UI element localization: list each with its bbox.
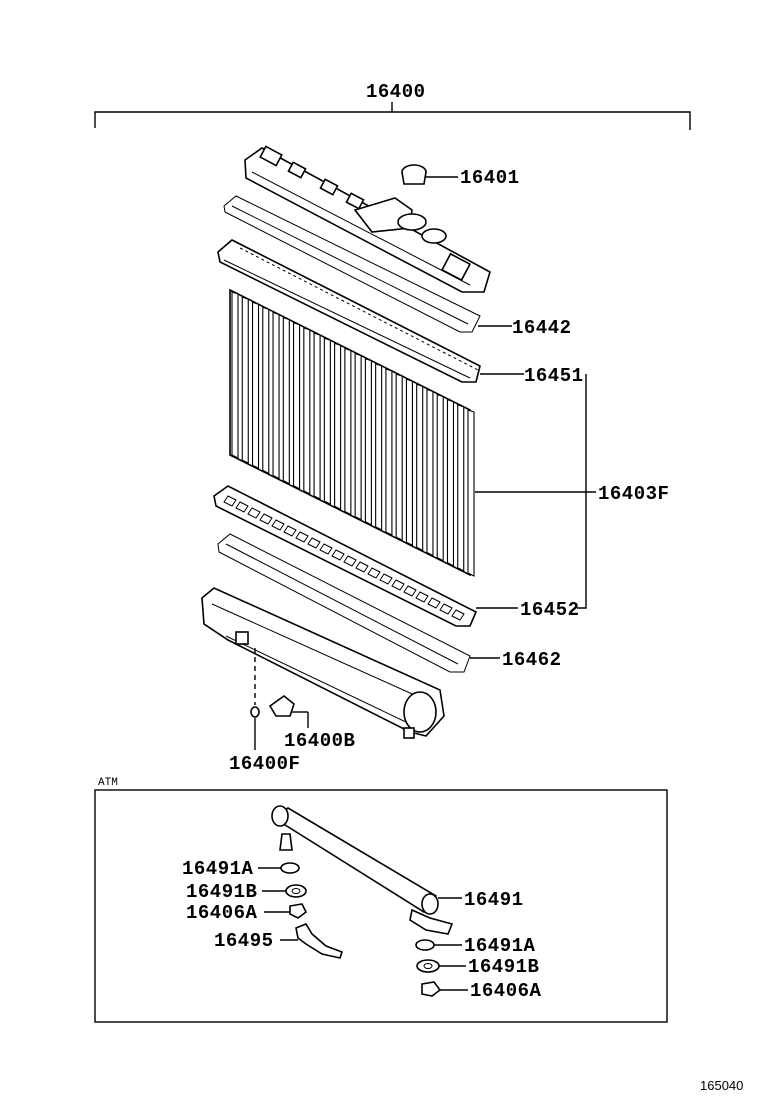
label-16403F: 16403F bbox=[598, 483, 669, 505]
atm-title: ATM bbox=[98, 777, 118, 789]
lower-tank bbox=[201, 587, 445, 739]
atm-label-left-16491A: 16491A bbox=[182, 858, 254, 880]
right-fittings bbox=[415, 939, 468, 997]
label-16401: 16401 bbox=[460, 167, 520, 189]
label-16451: 16451 bbox=[524, 365, 584, 387]
atm-label-left-16495: 16495 bbox=[214, 930, 274, 952]
label-16462: 16462 bbox=[502, 649, 562, 671]
figure-id: 165040 bbox=[700, 1078, 743, 1093]
atm-box bbox=[94, 789, 668, 1023]
drain-plug bbox=[250, 648, 260, 750]
label-16442: 16442 bbox=[512, 317, 572, 339]
group-bracket bbox=[577, 374, 587, 609]
radiator-core bbox=[229, 288, 596, 577]
drain-cock bbox=[268, 694, 309, 728]
atm-label-left-16491B: 16491B bbox=[186, 881, 257, 903]
upper-gasket bbox=[223, 195, 512, 333]
label-16400F: 16400F bbox=[229, 753, 300, 775]
upper-tank bbox=[244, 145, 491, 293]
atm-label-right-16491B: 16491B bbox=[468, 956, 539, 978]
lower-gasket bbox=[217, 533, 500, 673]
atm-label-right-16491: 16491 bbox=[464, 889, 524, 911]
assembly-label: 16400 bbox=[366, 81, 426, 103]
atm-label-right-16406A: 16406A bbox=[470, 980, 542, 1002]
atm-label-right-16491A: 16491A bbox=[464, 935, 536, 957]
lower-header-slots bbox=[223, 495, 465, 621]
oil-cooler bbox=[271, 805, 462, 935]
atm-label-left-16406A: 16406A bbox=[186, 902, 258, 924]
lower-header-plate bbox=[213, 485, 518, 627]
core-fins bbox=[231, 291, 475, 577]
left-fittings bbox=[258, 862, 344, 959]
label-16452: 16452 bbox=[520, 599, 580, 621]
label-16400B: 16400B bbox=[284, 730, 355, 752]
assembly-bracket bbox=[94, 102, 691, 130]
radiator-cap bbox=[401, 164, 458, 185]
upper-header-plate bbox=[217, 239, 524, 383]
